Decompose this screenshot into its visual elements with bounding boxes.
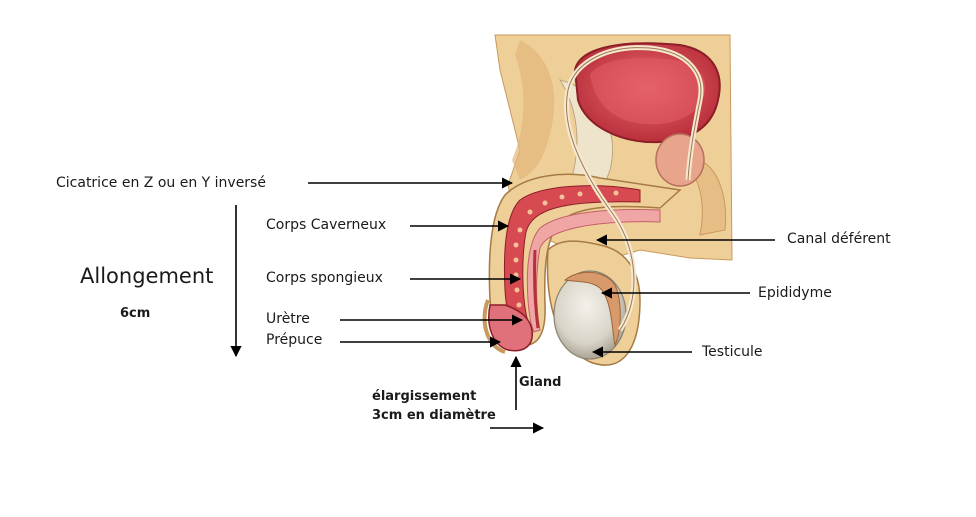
lengthening-title: Allongement	[80, 264, 213, 288]
label-corpus-spongiosum: Corps spongieux	[266, 270, 383, 286]
prostate	[656, 134, 704, 186]
label-vas-deferens: Canal déférent	[787, 231, 891, 247]
widening-value: 3cm en diamètre	[372, 408, 496, 423]
lengthening-value: 6cm	[120, 306, 150, 321]
label-testicle: Testicule	[702, 344, 763, 360]
scrotum	[547, 241, 640, 365]
label-glans: Gland	[519, 375, 561, 390]
label-epididymis: Epididyme	[758, 285, 832, 301]
label-corpus-cavernosum: Corps Caverneux	[266, 217, 386, 233]
label-scar: Cicatrice en Z ou en Y inversé	[56, 175, 266, 191]
label-urethra: Urètre	[266, 311, 310, 327]
label-foreskin: Prépuce	[266, 332, 322, 348]
widening-title: élargissement	[372, 389, 476, 404]
